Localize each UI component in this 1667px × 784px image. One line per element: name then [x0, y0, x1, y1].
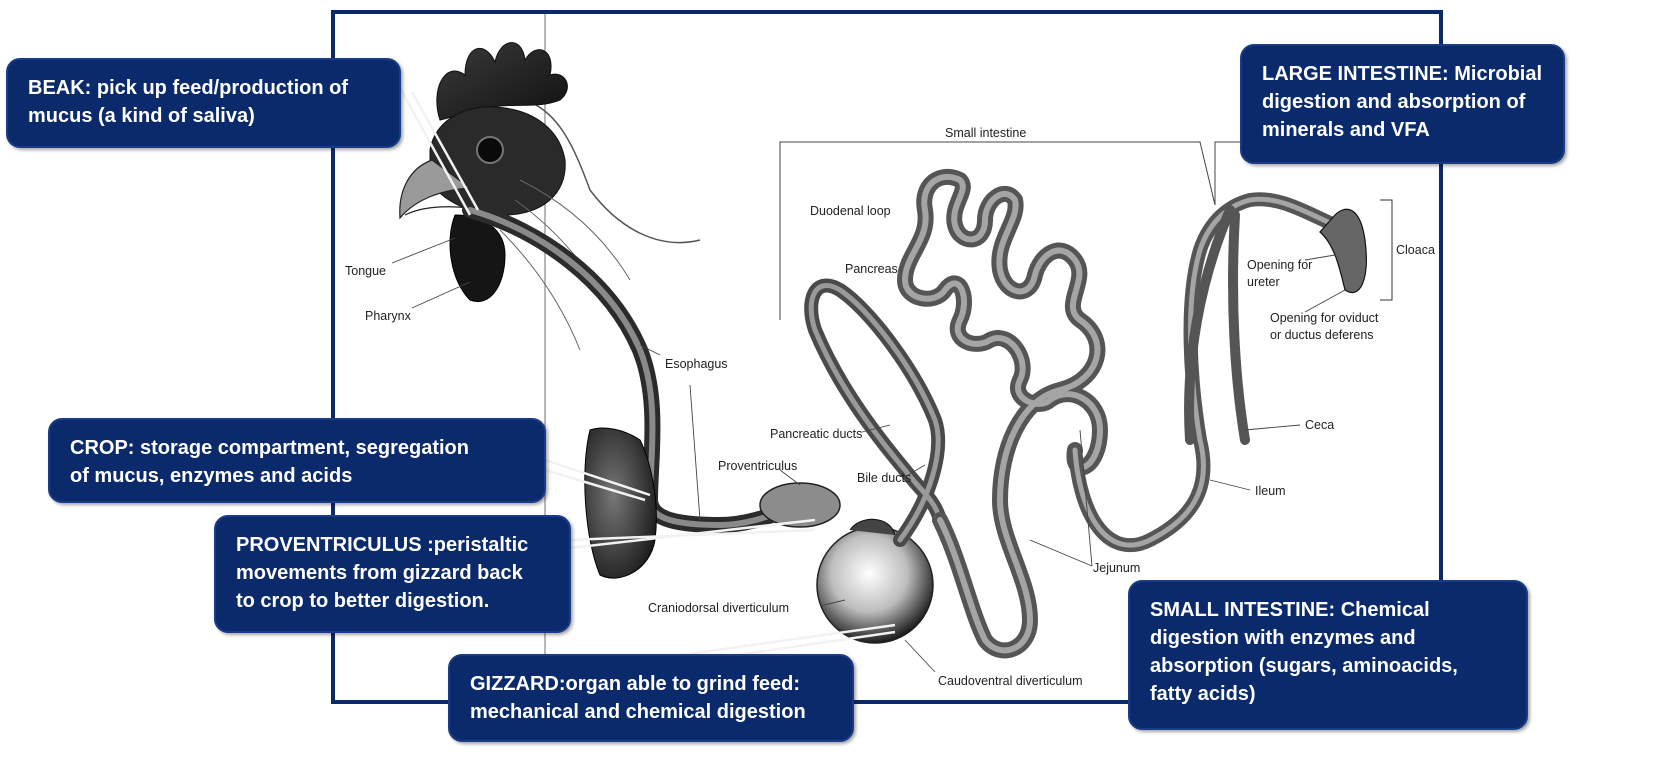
- label-small-intestine: Small intestine: [945, 126, 1026, 140]
- label-duodenal-loop: Duodenal loop: [810, 204, 891, 218]
- callout-crop-line1: CROP: storage compartment, segregation: [70, 434, 528, 462]
- callout-beak-line1: BEAK: pick up feed/production of: [28, 74, 383, 102]
- chicken-head: [400, 43, 700, 350]
- label-pancreatic-ducts: Pancreatic ducts: [770, 427, 862, 441]
- label-jejunum: Jejunum: [1093, 561, 1140, 575]
- label-opening-oviduct-line1: Opening for oviduct: [1270, 311, 1379, 325]
- ileum-tube: [1075, 199, 1335, 545]
- label-cloaca: Cloaca: [1396, 243, 1435, 257]
- callout-crop: CROP: storage compartment, segregation o…: [48, 418, 546, 503]
- label-caudoventral-diverticulum: Caudoventral diverticulum: [938, 674, 1083, 688]
- callout-proventriculus-line1: PROVENTRICULUS :peristaltic: [236, 531, 553, 559]
- label-pharynx: Pharynx: [365, 309, 412, 323]
- label-tongue: Tongue: [345, 264, 386, 278]
- label-ceca: Ceca: [1305, 418, 1334, 432]
- label-pancreas: Pancreas: [845, 262, 898, 276]
- callout-proventriculus-line3: to crop to better digestion.: [236, 587, 553, 615]
- label-proventriculus: Proventriculus: [718, 459, 797, 473]
- callout-proventriculus-line2: movements from gizzard back: [236, 559, 553, 587]
- callout-gizzard-line2: mechanical and chemical digestion: [470, 698, 836, 726]
- label-opening-ureter-line1: Opening for: [1247, 258, 1312, 272]
- callout-small-intestine: SMALL INTESTINE: Chemical digestion with…: [1128, 580, 1528, 730]
- callout-large-intestine: LARGE INTESTINE: Microbial digestion and…: [1240, 44, 1565, 164]
- label-bile-ducts: Bile ducts: [857, 471, 911, 485]
- cloaca-bracket: [1380, 200, 1392, 300]
- callout-small-intestine-line4: fatty acids): [1150, 680, 1510, 708]
- label-craniodorsal-diverticulum: Craniodorsal diverticulum: [648, 601, 789, 615]
- callout-beak-line2: mucus (a kind of saliva): [28, 102, 383, 130]
- callout-gizzard-line1: GIZZARD:organ able to grind feed:: [470, 670, 836, 698]
- callout-large-intestine-line1: LARGE INTESTINE: Microbial: [1262, 60, 1547, 88]
- callout-beak: BEAK: pick up feed/production of mucus (…: [6, 58, 401, 148]
- proventriculus-organ: [760, 483, 840, 527]
- callout-small-intestine-line1: SMALL INTESTINE: Chemical: [1150, 596, 1510, 624]
- label-opening-ureter-line2: ureter: [1247, 275, 1280, 289]
- callout-crop-line2: of mucus, enzymes and acids: [70, 462, 528, 490]
- label-opening-oviduct-line2: or ductus deferens: [1270, 328, 1374, 342]
- callout-small-intestine-line3: absorption (sugars, aminoacids,: [1150, 652, 1510, 680]
- callout-large-intestine-line2: digestion and absorption of: [1262, 88, 1547, 116]
- label-esophagus: Esophagus: [665, 357, 728, 371]
- callout-small-intestine-line2: digestion with enzymes and: [1150, 624, 1510, 652]
- label-ileum: Ileum: [1255, 484, 1286, 498]
- gizzard-organ: [817, 527, 933, 643]
- callout-large-intestine-line3: minerals and VFA: [1262, 116, 1547, 144]
- callout-proventriculus: PROVENTRICULUS :peristaltic movements fr…: [214, 515, 571, 633]
- callout-gizzard: GIZZARD:organ able to grind feed: mechan…: [448, 654, 854, 742]
